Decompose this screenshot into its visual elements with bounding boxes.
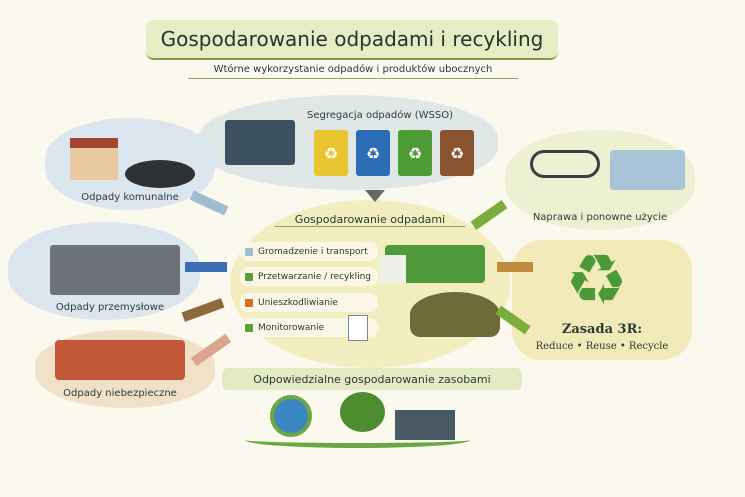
center-item: Przetwarzanie / recykling: [240, 267, 378, 286]
arrow-icon: [497, 262, 533, 272]
item-label: Unieszkodliwianie: [258, 297, 338, 308]
cycle-arrow-icon: [245, 432, 470, 448]
item-label: Monitorowanie: [258, 322, 325, 333]
truck-cab-icon: [380, 255, 406, 283]
square-icon: [245, 298, 253, 307]
repair-label: Naprawa i ponowne użycie: [532, 212, 668, 223]
bin-green-icon: ♻: [398, 130, 432, 176]
industrial-plant-icon: [50, 245, 180, 295]
center-item: Unieszkodliwianie: [240, 293, 378, 312]
bicycle-icon: [530, 150, 600, 178]
globe-icon: [270, 395, 312, 437]
page-subtitle: Wtórne wykorzystanie odpadów i produktów…: [188, 64, 518, 79]
center-item: Monitorowanie: [240, 318, 378, 337]
page-title: Gospodarowanie odpadami i recykling: [146, 20, 558, 60]
checklist-icon: [348, 315, 368, 341]
tree-icon: [340, 392, 385, 432]
arrow-icon: [189, 190, 229, 216]
arrow-icon: [181, 298, 225, 322]
rule-3r-title: Zasada 3R:: [561, 322, 643, 337]
source-label-hazardous: Odpady niebezpieczne: [63, 388, 177, 399]
footer-label: Odpowiedzialne gospodarowanie zasobami: [222, 368, 522, 390]
rule-3r-subtitle: Reduce • Reuse • Recycle: [535, 341, 669, 352]
rule-3r-panel: [512, 240, 692, 360]
arrow-icon: [470, 200, 508, 230]
source-label-municipal: Odpady komunalne: [81, 192, 179, 203]
trash-bags-icon: [125, 160, 195, 188]
segregation-label: Segregacja odpadów (WSSO): [307, 110, 453, 121]
arrow-icon: [185, 262, 227, 272]
item-label: Gromadzenie i transport: [258, 246, 368, 257]
bin-blue-icon: ♻: [356, 130, 390, 176]
recycling-bins: ♻ ♻ ♻ ♻: [314, 130, 474, 176]
center-title: Gospodarowanie odpadami: [275, 213, 465, 227]
recycle-icon: ♻: [565, 239, 628, 321]
landfill-icon: [410, 292, 500, 337]
hazardous-waste-icon: [55, 340, 185, 380]
house-icon: [70, 138, 118, 180]
source-label-industrial: Odpady przemysłowe: [55, 302, 165, 313]
factory-icon: [225, 120, 295, 165]
bottles-icon: [610, 150, 685, 190]
arrow-down-icon: [365, 190, 385, 202]
square-icon: [245, 323, 253, 332]
bin-brown-icon: ♻: [440, 130, 474, 176]
square-icon: [245, 272, 253, 281]
center-item: Gromadzenie i transport: [240, 242, 378, 261]
item-label: Przetwarzanie / recykling: [258, 271, 372, 282]
square-icon: [245, 247, 253, 256]
bin-yellow-icon: ♻: [314, 130, 348, 176]
